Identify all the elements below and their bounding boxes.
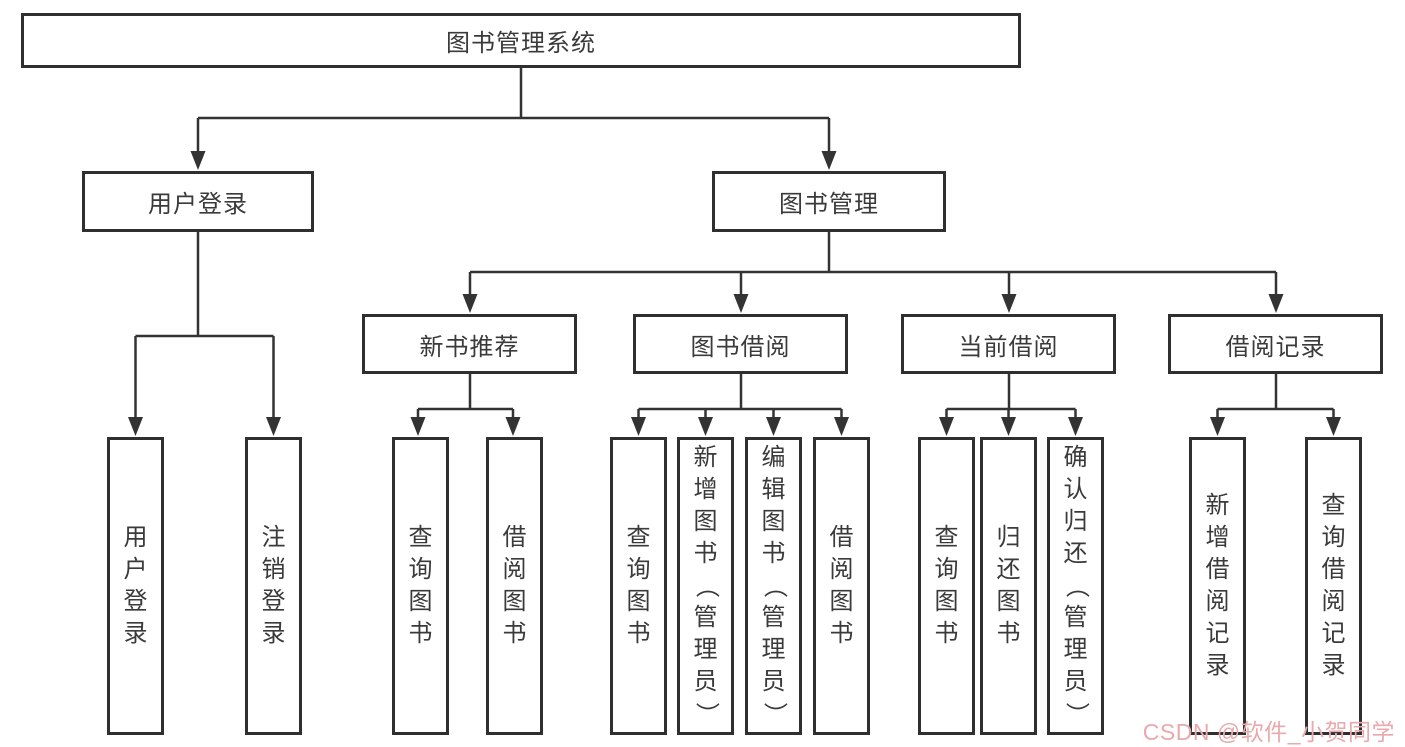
csdn-watermark: CSDN @软件_小贺同学 xyxy=(1142,719,1395,745)
connector-newbook-to-leaves xyxy=(416,374,515,418)
leaf-add-borrow-record: 新增借阅记录 xyxy=(1189,437,1246,735)
leaf-confirm-return-admin: 确认归还（管理员） xyxy=(1047,437,1104,735)
leaf-borrow-books-borrowing: 借阅图书 xyxy=(813,437,870,735)
node-borrowing-records: 借阅记录 xyxy=(1168,314,1383,374)
connector-borrowing-to-leaves xyxy=(637,374,843,418)
connector-root-to-level2 xyxy=(196,68,831,152)
connector-userlogin-to-leaves xyxy=(134,232,275,418)
leaf-query-books-borrowing: 查询图书 xyxy=(610,437,667,735)
node-library-management-system: 图书管理系统 xyxy=(21,13,1021,68)
leaf-logout: 注销登录 xyxy=(245,437,302,735)
leaf-query-books-current: 查询图书 xyxy=(918,437,975,735)
connector-current-to-leaves xyxy=(945,374,1077,418)
node-new-book-recommend: 新书推荐 xyxy=(362,314,577,374)
leaf-add-books-admin: 新增图书（管理员） xyxy=(677,437,734,735)
leaf-borrow-books-recommend: 借阅图书 xyxy=(486,437,543,735)
node-book-management: 图书管理 xyxy=(712,171,946,232)
leaf-edit-books-admin: 编辑图书（管理员） xyxy=(745,437,802,735)
leaf-query-books-recommend: 查询图书 xyxy=(392,437,449,735)
connector-bookmgmt-to-level3 xyxy=(468,232,1278,295)
connector-records-to-leaves xyxy=(1216,374,1335,418)
leaf-return-books: 归还图书 xyxy=(980,437,1037,735)
node-user-login: 用户登录 xyxy=(82,171,314,232)
leaf-user-login: 用户登录 xyxy=(107,437,164,735)
node-book-borrowing: 图书借阅 xyxy=(633,314,848,374)
node-current-borrowing: 当前借阅 xyxy=(901,314,1116,374)
leaf-query-borrow-record: 查询借阅记录 xyxy=(1305,437,1362,735)
arrowheads xyxy=(128,151,1341,436)
